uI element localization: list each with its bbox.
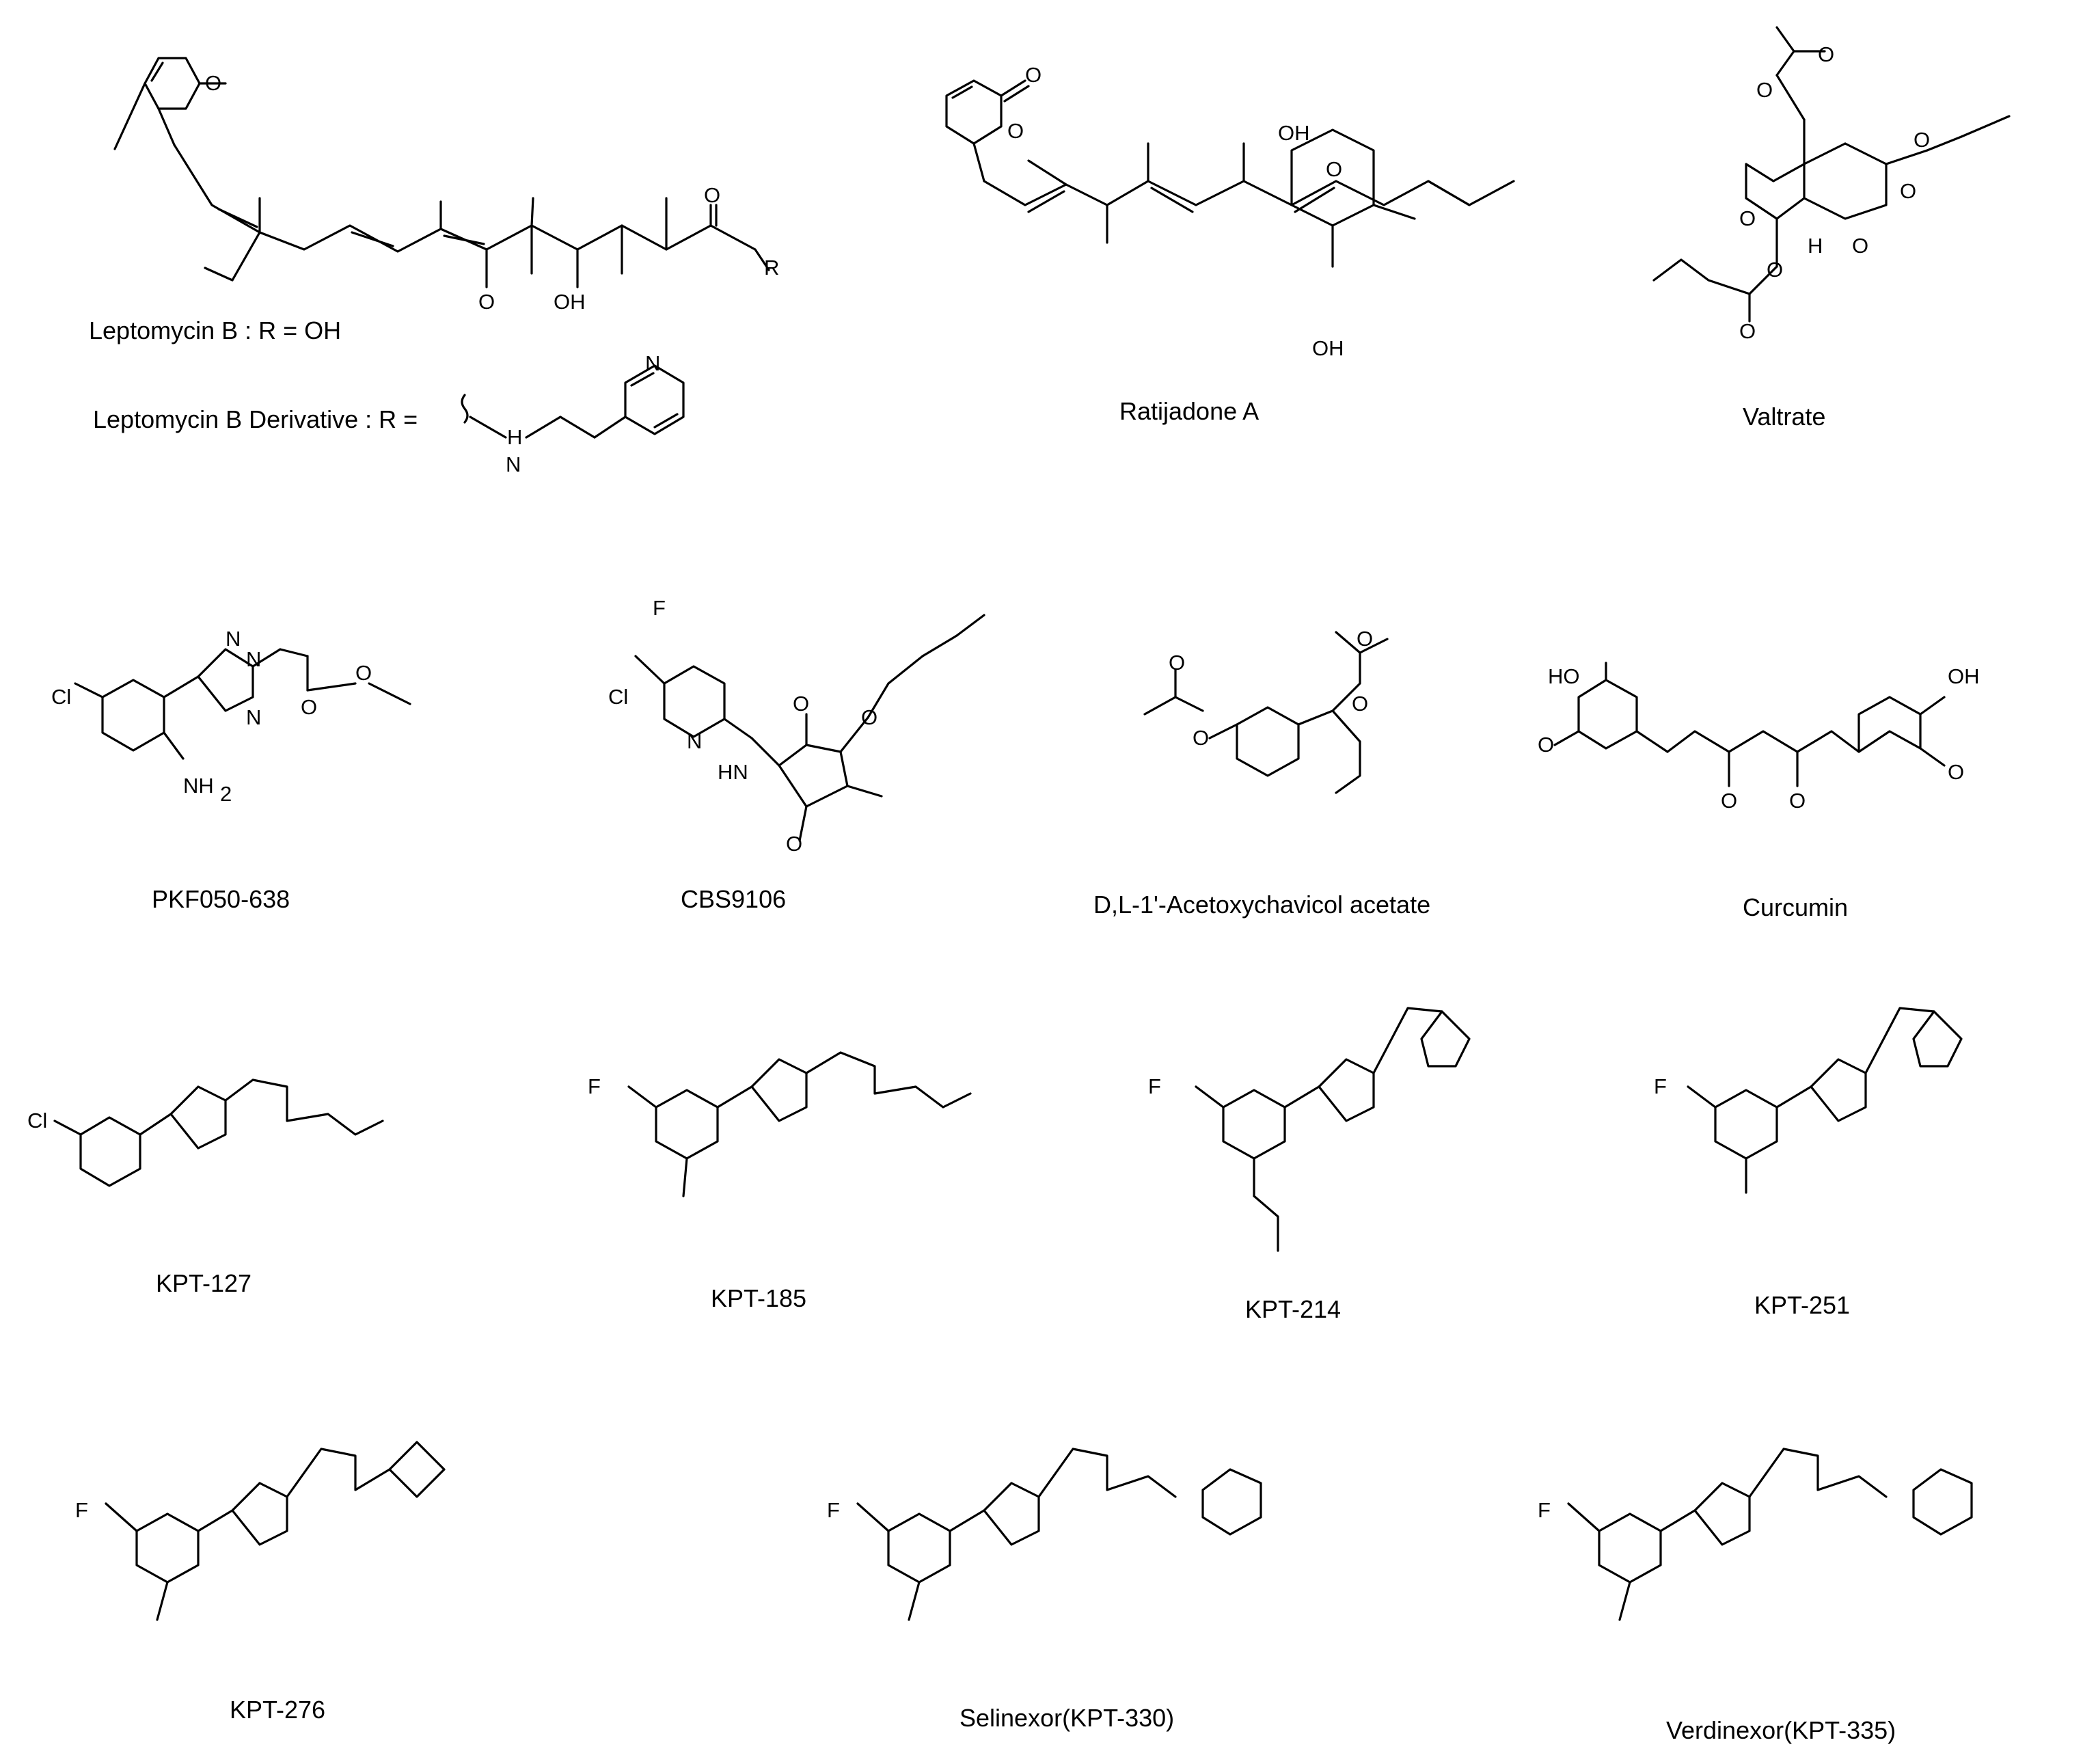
structure-curcumin: HO O O O OH O xyxy=(1538,662,1980,813)
atom-oh: OH xyxy=(554,290,586,314)
atom-h: H xyxy=(507,425,522,449)
label-leptomycin-derivative: Leptomycin B Derivative : R = xyxy=(93,405,418,433)
label-cbs9106: CBS9106 xyxy=(681,885,786,913)
structure-selinexor: F xyxy=(827,1448,1262,1621)
atom-n-cbs: N xyxy=(687,729,702,753)
atom-o-pyran: O xyxy=(1739,206,1756,230)
atom-sub2-pkf: 2 xyxy=(220,782,232,806)
label-kpt-251: KPT-251 xyxy=(1754,1291,1850,1319)
structure-kpt-185: F xyxy=(588,1051,972,1197)
atom-o2-pkf: O xyxy=(355,661,372,685)
atom-o-c13: O xyxy=(478,290,495,314)
atom-oc1-curcumin: O xyxy=(1721,789,1737,813)
structure-kpt-214: F xyxy=(1148,1007,1471,1252)
atom-n2-pkf: N xyxy=(246,647,261,671)
atom-o-pkf: O xyxy=(301,695,317,719)
atom-o-lactone: O xyxy=(1025,63,1042,87)
label-kpt-276: KPT-276 xyxy=(230,1696,325,1724)
atom-oh-curcumin: OH xyxy=(1948,664,1980,688)
label-curcumin: Curcumin xyxy=(1743,893,1848,921)
label-kpt-214: KPT-214 xyxy=(1245,1295,1341,1323)
atom-oc2-curcumin: O xyxy=(1789,789,1806,813)
atom-f-kpt276: F xyxy=(75,1498,88,1522)
atom-oh-top: OH xyxy=(1278,121,1310,145)
atom-o-carbonyl: O xyxy=(704,183,720,207)
label-valtrate: Valtrate xyxy=(1743,403,1825,431)
label-ratijadone: Ratijadone A xyxy=(1119,397,1259,425)
atom-o1-aca: O xyxy=(1193,726,1209,750)
atom-ho-curcumin: HO xyxy=(1548,664,1580,688)
label-pkf050-638: PKF050-638 xyxy=(152,885,290,913)
atom-o2-aca: O xyxy=(1169,651,1185,675)
atom-o-ester1: O xyxy=(1756,78,1773,102)
atom-h-valtrate: H xyxy=(1808,234,1823,258)
atom-o-curcumin: O xyxy=(1538,733,1554,757)
atom-o2-cbs: O xyxy=(786,832,802,856)
atom-o-ester1b: O xyxy=(1818,42,1834,66)
atom-cl-cbs: Cl xyxy=(608,685,628,709)
structure-kpt-276: F xyxy=(75,1441,446,1621)
structure-pkf050-638: Cl N N N O O NH 2 xyxy=(51,627,411,806)
label-verdinexor: Verdinexor(KPT-335) xyxy=(1666,1716,1896,1744)
structure-leptomycin: O O R O OH N H N xyxy=(113,57,779,476)
structure-kpt-127: Cl xyxy=(27,1078,384,1187)
structure-kpt-251: F xyxy=(1654,1007,1963,1194)
label-leptomycin: Leptomycin B : R = OH xyxy=(89,316,341,344)
atom-n3-pkf: N xyxy=(246,705,261,729)
atom-f-kpt251: F xyxy=(1654,1074,1667,1098)
label-kpt-127: KPT-127 xyxy=(156,1269,251,1297)
atom-oh-bottom: OH xyxy=(1312,336,1344,360)
label-kpt-185: KPT-185 xyxy=(711,1284,806,1312)
structure-valtrate: O O O H O O O O O xyxy=(1652,26,2011,343)
structure-verdinexor: F xyxy=(1538,1448,1973,1621)
label-selinexor: Selinexor(KPT-330) xyxy=(959,1704,1174,1732)
atom-n-pyridine: N xyxy=(645,351,660,375)
atom-o-ester3b: O xyxy=(1739,319,1756,343)
atom-nh: N xyxy=(506,452,521,476)
atom-o-cbs: O xyxy=(793,692,809,716)
structure-ratijadone: O O OH O OH xyxy=(945,63,1515,360)
structure-cbs9106: Cl F N HN O O O xyxy=(608,596,985,856)
atom-o-ester2b: O xyxy=(1914,128,1930,152)
atom-f-selinexor: F xyxy=(827,1498,840,1522)
atom-n1-pkf: N xyxy=(226,627,241,651)
atom-o3-aca: O xyxy=(1352,692,1368,716)
atom-o-ring: O xyxy=(1007,119,1024,143)
atom-o-ester3: O xyxy=(1767,258,1783,282)
atom-hn-cbs: HN xyxy=(718,760,748,784)
structure-acetoxychavicol: O O O O xyxy=(1143,627,1389,794)
atom-o4-aca: O xyxy=(1357,627,1373,651)
atom-f-kpt185: F xyxy=(588,1074,601,1098)
label-acetoxychavicol: D,L-1'-Acetoxychavicol acetate xyxy=(1093,891,1430,919)
atom-f-verdinexor: F xyxy=(1538,1498,1551,1522)
atom-r: R xyxy=(764,256,779,280)
atom-f-kpt214: F xyxy=(1148,1074,1161,1098)
atom-o-epoxide: O xyxy=(1852,234,1868,258)
atom-f-cbs: F xyxy=(653,596,666,620)
atom-nh2-pkf: NH xyxy=(183,774,214,798)
atom-o2-curcumin: O xyxy=(1948,760,1964,784)
atom-o-ketone: O xyxy=(205,71,221,95)
atom-cl-kpt127: Cl xyxy=(27,1109,47,1132)
atom-o3-cbs: O xyxy=(861,705,877,729)
atom-o-pyran: O xyxy=(1326,157,1342,181)
atom-cl-pkf: Cl xyxy=(51,685,71,709)
atom-o-ester2: O xyxy=(1900,179,1916,203)
